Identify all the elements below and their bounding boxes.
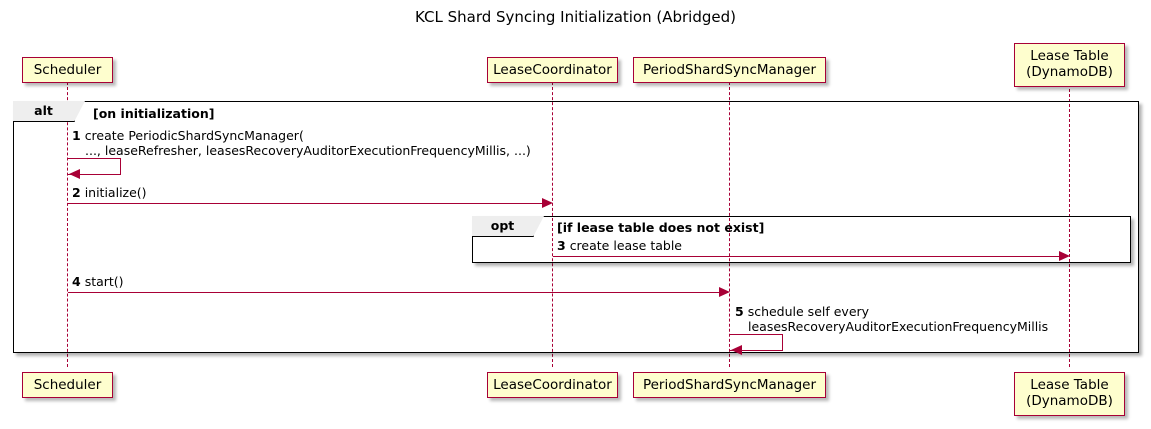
participant-label-line2: (DynamoDB) <box>1026 393 1113 409</box>
message-4-label: start() <box>84 274 124 289</box>
participant-label-line2: (DynamoDB) <box>1026 64 1113 80</box>
message-1-self-call-box <box>68 158 121 175</box>
fragment-pentagon-notch <box>74 101 85 122</box>
message-2-label: initialize() <box>84 185 147 200</box>
message-4-arrowhead <box>719 287 730 297</box>
message-3-arrowhead <box>1059 251 1070 261</box>
participant-label: PeriodShardSyncManager <box>642 377 817 393</box>
message-5-line1: schedule self every <box>747 304 870 319</box>
message-4-text: 4 start() <box>72 274 124 289</box>
participant-leasecoordinator-top[interactable]: LeaseCoordinator <box>487 57 618 83</box>
message-5-number: 5 <box>735 304 744 319</box>
message-2-text: 2 initialize() <box>72 185 147 200</box>
participant-label: Scheduler <box>33 62 102 78</box>
participant-label: LeaseCoordinator <box>493 62 612 78</box>
participant-label-line1: Lease Table <box>1030 377 1109 393</box>
participant-leasetable-bottom[interactable]: Lease Table (DynamoDB) <box>1014 372 1125 416</box>
message-2-line <box>68 203 543 204</box>
participant-periodshardsyncmanager-top[interactable]: PeriodShardSyncManager <box>633 57 826 83</box>
message-1-text: 1 create PeriodicShardSyncManager( ..., … <box>72 128 531 158</box>
message-5-arrowhead <box>731 345 742 355</box>
message-1-line1: create PeriodicShardSyncManager( <box>84 128 304 143</box>
participant-scheduler-top[interactable]: Scheduler <box>22 57 113 83</box>
message-5-self-call-box <box>730 334 783 351</box>
participant-label: LeaseCoordinator <box>493 377 612 393</box>
lifeline-leasecoordinator <box>552 82 553 367</box>
participant-leasetable-top[interactable]: Lease Table (DynamoDB) <box>1014 43 1125 87</box>
diagram-title: KCL Shard Syncing Initialization (Abridg… <box>415 8 736 26</box>
fragment-alt-operator-label: alt <box>13 101 85 122</box>
message-3-number: 3 <box>557 238 566 253</box>
message-2-number: 2 <box>72 185 81 200</box>
message-2-arrowhead <box>542 198 553 208</box>
participant-label: PeriodShardSyncManager <box>642 62 817 78</box>
participant-scheduler-bottom[interactable]: Scheduler <box>22 372 113 398</box>
message-1-arrowhead <box>69 169 80 179</box>
lifeline-scheduler <box>67 82 68 367</box>
fragment-opt-operator-label: opt <box>472 216 544 237</box>
message-5-line2: leasesRecoveryAuditorExecutionFrequencyM… <box>748 319 1049 334</box>
message-1-line2: ..., leaseRefresher, leasesRecoveryAudit… <box>85 143 531 158</box>
participant-label-line1: Lease Table <box>1030 48 1109 64</box>
participant-periodshardsyncmanager-bottom[interactable]: PeriodShardSyncManager <box>633 372 826 398</box>
message-3-line <box>553 256 1060 257</box>
participant-label: Scheduler <box>33 377 102 393</box>
message-4-line <box>68 292 720 293</box>
lifeline-periodshardsyncmanager <box>729 82 730 367</box>
participant-leasecoordinator-bottom[interactable]: LeaseCoordinator <box>487 372 618 398</box>
message-4-number: 4 <box>72 274 81 289</box>
lifeline-leasetable <box>1069 89 1070 367</box>
message-1-number: 1 <box>72 128 81 143</box>
fragment-operator-text: alt <box>34 103 53 118</box>
message-5-text: 5 schedule self every leasesRecoveryAudi… <box>735 304 1048 334</box>
message-3-text: 3 create lease table <box>557 238 682 253</box>
fragment-opt <box>472 216 1131 263</box>
fragment-alt <box>13 101 1139 353</box>
fragment-pentagon-notch <box>533 216 544 237</box>
fragment-operator-text: opt <box>490 218 515 233</box>
fragment-opt-guard: [if lease table does not exist] <box>557 220 765 235</box>
fragment-alt-guard: [on initialization] <box>93 106 215 121</box>
message-3-label: create lease table <box>569 238 682 253</box>
